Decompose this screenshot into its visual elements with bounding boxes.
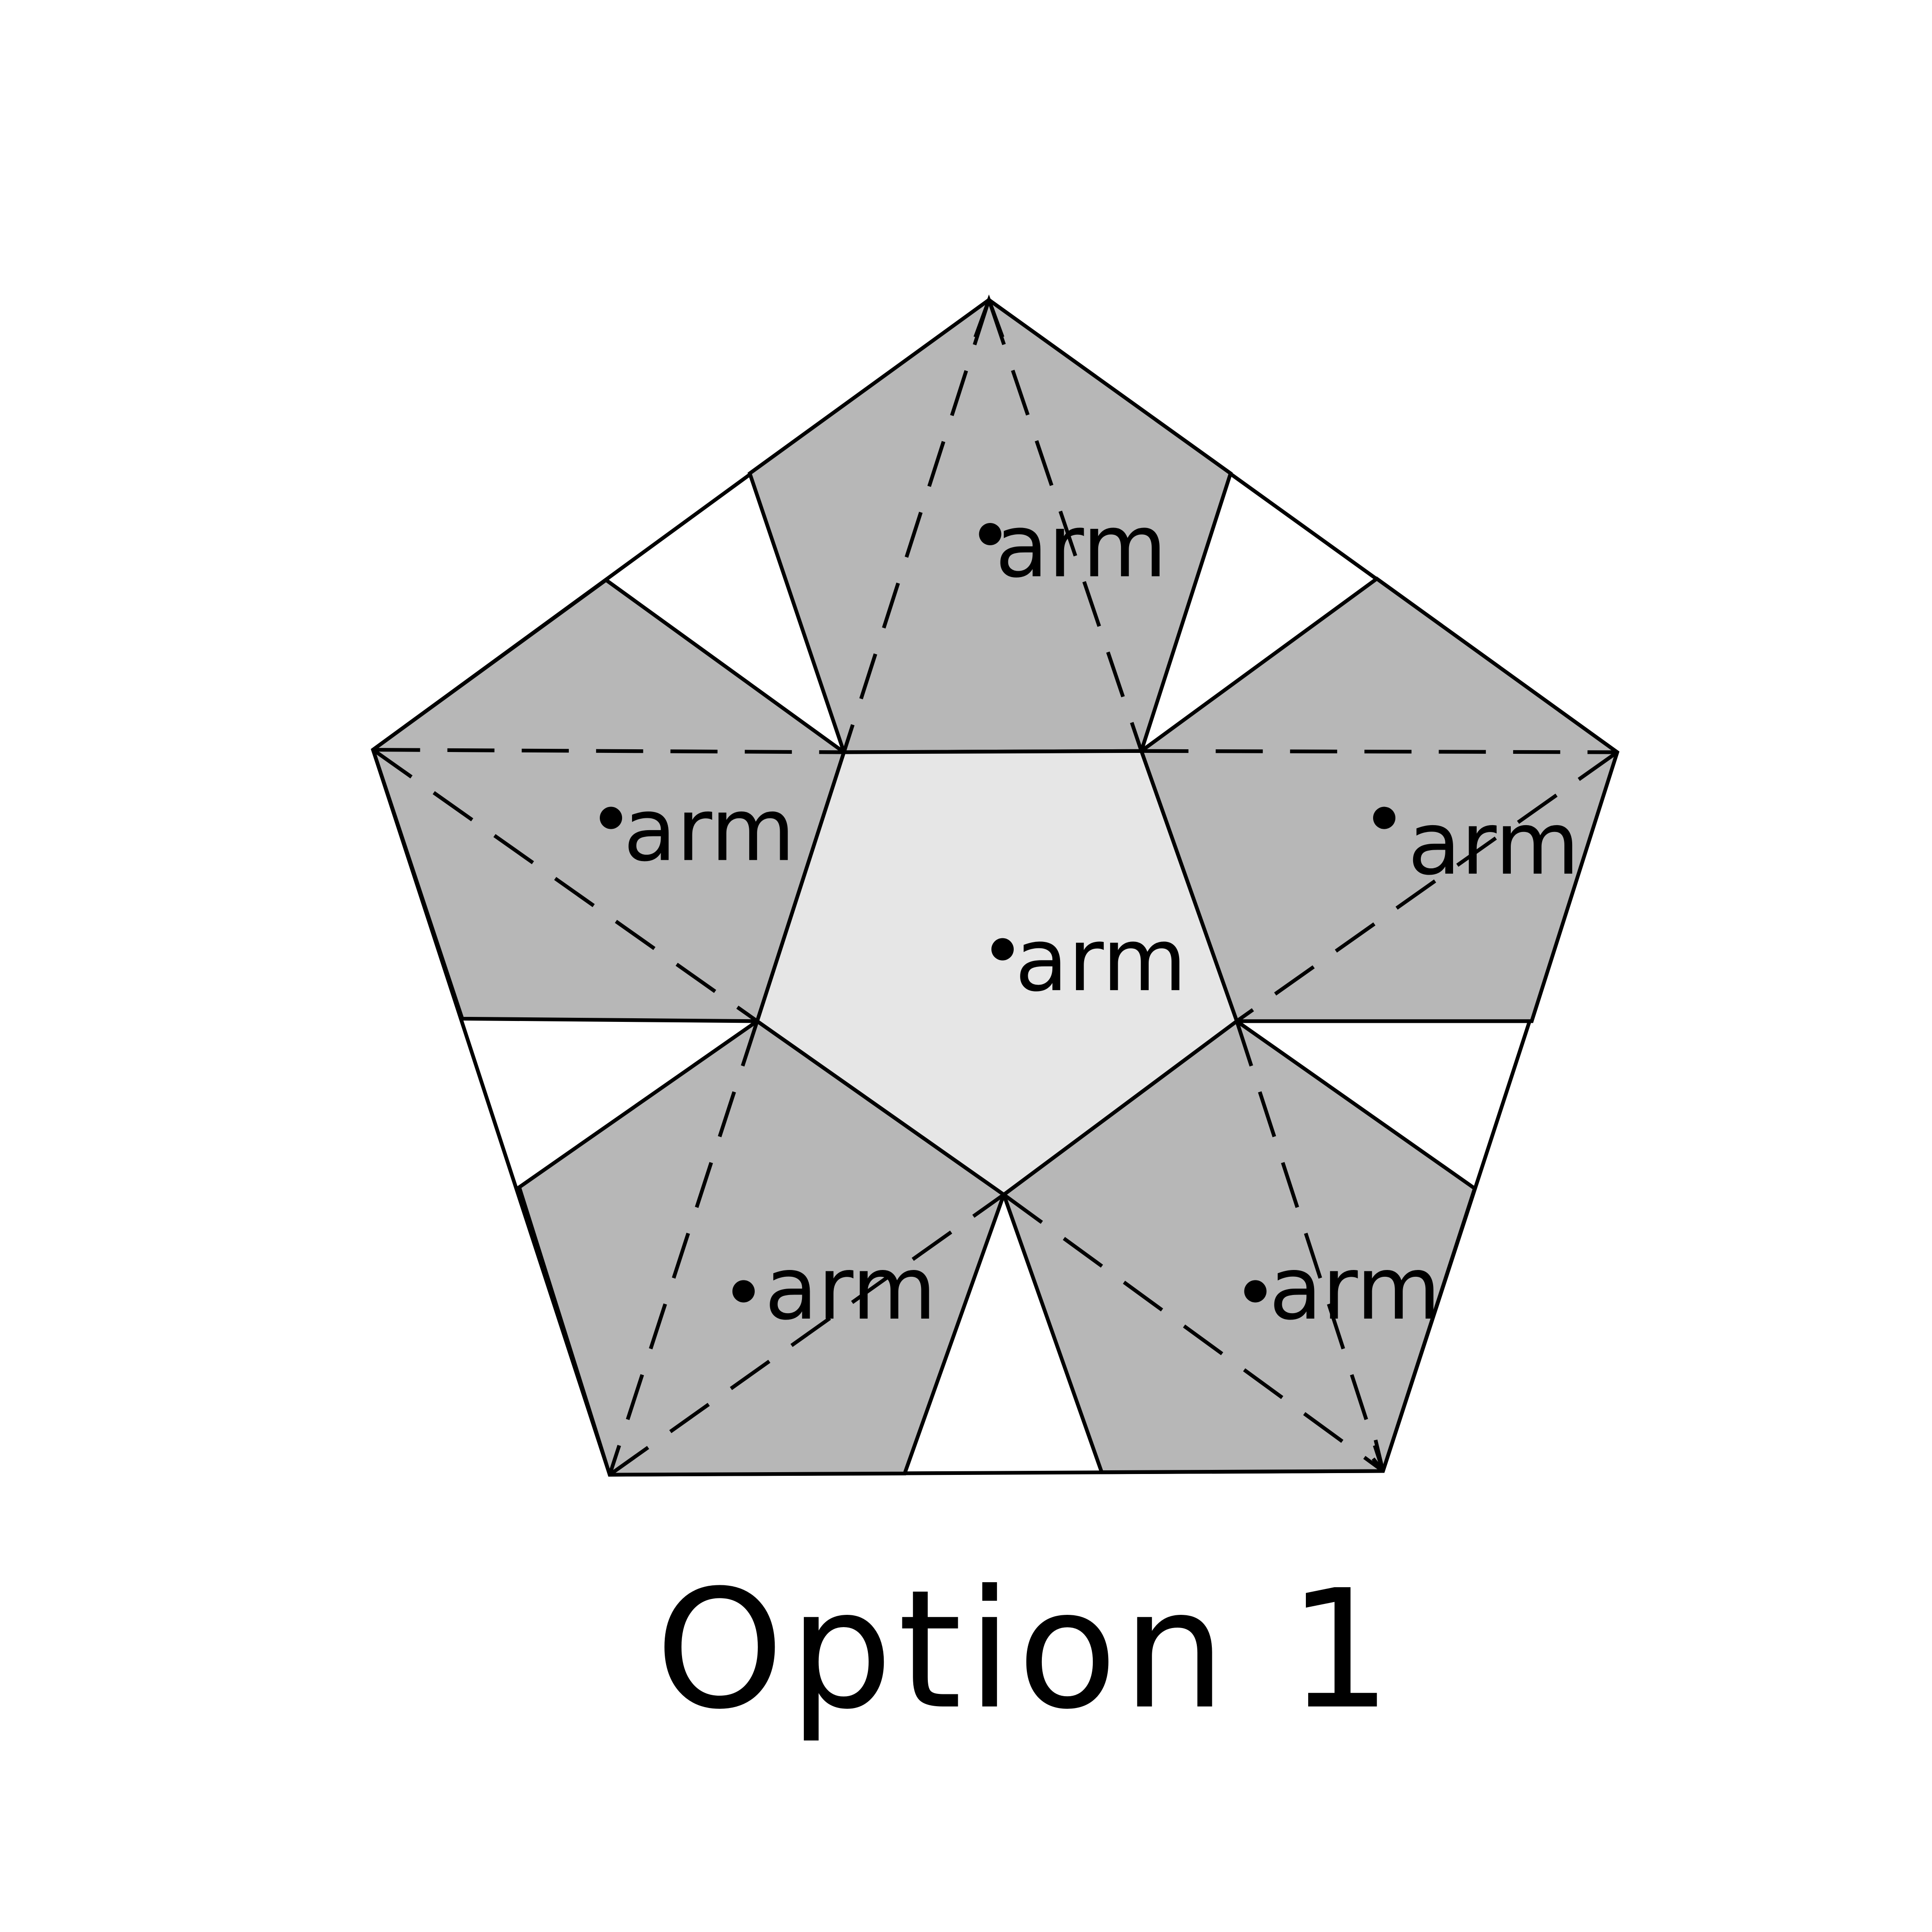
point-left: arm (600, 780, 795, 881)
point-label: arm (1015, 910, 1187, 1011)
point-marker (991, 938, 1014, 961)
point-label: arm (1408, 794, 1579, 895)
point-top: arm (979, 496, 1167, 597)
center-pentagon (755, 749, 1239, 1197)
point-right: arm (1373, 794, 1579, 895)
point-bottom-left: arm (732, 1239, 936, 1339)
point-center: arm (991, 910, 1187, 1011)
point-marker (1373, 807, 1396, 829)
point-label: arm (1269, 1239, 1441, 1339)
point-marker (1244, 1280, 1267, 1303)
point-label: arm (623, 780, 795, 881)
point-marker (732, 1280, 755, 1303)
point-marker (600, 807, 622, 829)
point-label: arm (995, 496, 1167, 597)
fold-lines (372, 299, 1618, 1476)
diagram-caption: Option 1 (655, 1555, 1397, 1745)
arrow-heads (973, 294, 1385, 1472)
point-marker (979, 523, 1001, 546)
point-bottom-right: arm (1244, 1239, 1441, 1339)
point-label: arm (765, 1239, 936, 1339)
